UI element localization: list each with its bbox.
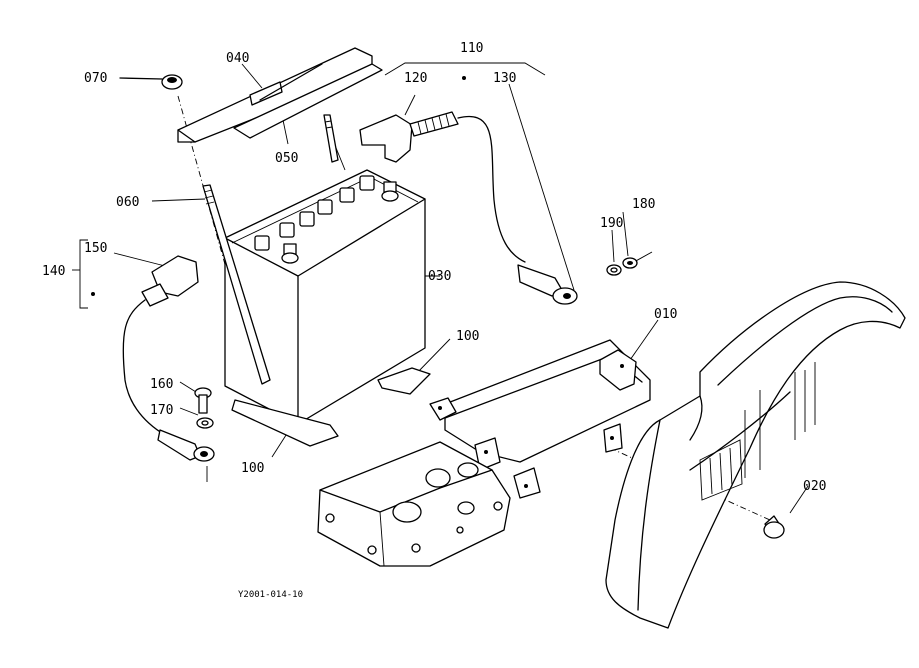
fender [605, 281, 906, 629]
callout-100-bottom: 100 [241, 461, 264, 476]
callout-060: 060 [116, 195, 139, 210]
washer-190 [606, 264, 622, 276]
washer-170 [196, 417, 214, 429]
hold-down-rod [202, 114, 339, 385]
callout-030: 030 [428, 269, 451, 284]
figure-code: Y2001-014-10 [238, 590, 303, 600]
nut-070 [161, 74, 183, 90]
callout-070: 070 [84, 71, 107, 86]
leader-lines [72, 62, 809, 521]
battery-terminal-negative [281, 243, 299, 264]
bolt-020 [763, 515, 785, 539]
callout-120: 120 [404, 71, 427, 86]
callout-130: 130 [493, 71, 516, 86]
bolt-160 [194, 387, 212, 414]
callout-100-top: 100 [456, 329, 479, 344]
battery-hold-down-bracket [177, 47, 383, 143]
callout-160: 160 [150, 377, 173, 392]
callout-050: 050 [275, 151, 298, 166]
battery-tray [429, 339, 651, 499]
callout-140: 140 [42, 264, 65, 279]
mounting-housing [317, 441, 511, 567]
callout-020: 020 [803, 479, 826, 494]
positive-cable [359, 76, 578, 305]
callout-150: 150 [84, 241, 107, 256]
callout-010: 010 [654, 307, 677, 322]
callout-040: 040 [226, 51, 249, 66]
callout-170: 170 [150, 403, 173, 418]
callout-labels: 110 120 130 040 070 050 060 150 140 030 … [42, 41, 826, 494]
nut-180 [622, 257, 638, 269]
callout-110: 110 [460, 41, 483, 56]
battery [224, 169, 426, 425]
battery-pads [231, 367, 431, 447]
callout-190: 190 [600, 216, 623, 231]
callout-180: 180 [632, 197, 655, 212]
battery-caps [254, 175, 375, 251]
battery-terminal-positive [381, 181, 399, 202]
negative-cable [91, 255, 215, 462]
